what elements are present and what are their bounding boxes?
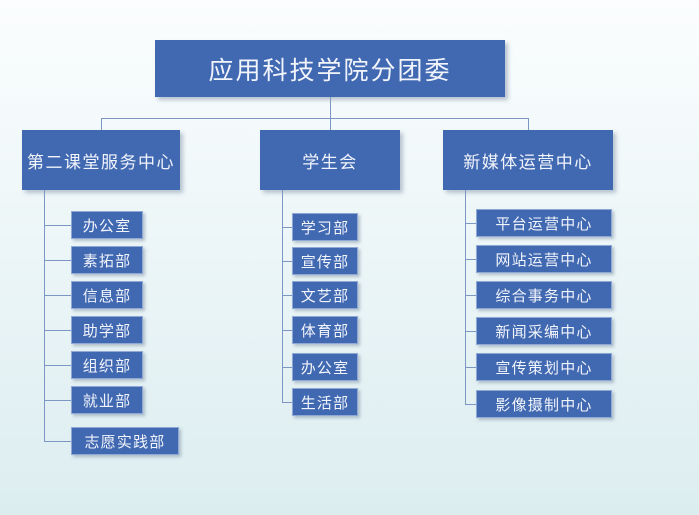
leaf-node-1-3[interactable]: 体育部 — [292, 316, 358, 344]
leaf-stub-line-1-3 — [282, 330, 292, 331]
leaf-node-2-4[interactable]: 宣传策划中心 — [476, 353, 612, 381]
leaf-stub-line-2-5 — [465, 404, 476, 405]
root-node[interactable]: 应用科技学院分团委 — [155, 40, 505, 97]
leaf-node-1-0[interactable]: 学习部 — [292, 213, 358, 241]
leaf-node-1-1[interactable]: 宣传部 — [292, 247, 358, 275]
branch-spine-line-0 — [44, 190, 45, 441]
leaf-stub-line-0-4 — [44, 365, 71, 366]
root-trunk-line — [330, 97, 331, 118]
leaf-stub-line-2-4 — [465, 367, 476, 368]
leaf-node-0-2[interactable]: 信息部 — [71, 281, 143, 309]
leaf-node-1-4[interactable]: 办公室 — [292, 353, 358, 381]
leaf-stub-line-1-5 — [282, 402, 292, 403]
leaf-stub-line-2-0 — [465, 223, 476, 224]
branch-spine-line-2 — [465, 190, 466, 404]
leaf-stub-line-2-2 — [465, 295, 476, 296]
leaf-stub-line-0-0 — [44, 225, 71, 226]
leaf-node-1-2[interactable]: 文艺部 — [292, 281, 358, 309]
leaf-stub-line-0-1 — [44, 260, 71, 261]
leaf-stub-line-1-0 — [282, 227, 292, 228]
leaf-stub-line-1-1 — [282, 261, 292, 262]
branch-drop-line-1 — [330, 118, 331, 130]
leaf-node-0-3[interactable]: 助学部 — [71, 316, 143, 344]
branch-drop-line-0 — [101, 118, 102, 130]
leaf-stub-line-0-6 — [44, 441, 71, 442]
leaf-stub-line-0-3 — [44, 330, 71, 331]
leaf-node-2-0[interactable]: 平台运营中心 — [476, 209, 612, 237]
leaf-node-0-5[interactable]: 就业部 — [71, 386, 143, 414]
leaf-node-2-3[interactable]: 新闻采编中心 — [476, 317, 612, 345]
branch-drop-line-2 — [528, 118, 529, 130]
leaf-stub-line-0-2 — [44, 295, 71, 296]
branch-bus-line — [101, 118, 528, 119]
branch-node-1[interactable]: 学生会 — [260, 130, 400, 190]
leaf-node-2-2[interactable]: 综合事务中心 — [476, 281, 612, 309]
leaf-stub-line-1-2 — [282, 295, 292, 296]
leaf-stub-line-2-3 — [465, 331, 476, 332]
leaf-node-2-5[interactable]: 影像摄制中心 — [476, 390, 612, 418]
branch-spine-line-1 — [282, 190, 283, 402]
leaf-node-1-5[interactable]: 生活部 — [292, 388, 358, 416]
leaf-stub-line-1-4 — [282, 367, 292, 368]
leaf-node-0-0[interactable]: 办公室 — [71, 211, 143, 239]
branch-node-2[interactable]: 新媒体运营中心 — [443, 130, 613, 190]
leaf-stub-line-0-5 — [44, 400, 71, 401]
leaf-node-0-1[interactable]: 素拓部 — [71, 246, 143, 274]
branch-node-0[interactable]: 第二课堂服务中心 — [22, 130, 180, 190]
leaf-stub-line-2-1 — [465, 259, 476, 260]
leaf-node-2-1[interactable]: 网站运营中心 — [476, 245, 612, 273]
leaf-node-0-4[interactable]: 组织部 — [71, 351, 143, 379]
leaf-node-0-6[interactable]: 志愿实践部 — [71, 427, 179, 455]
